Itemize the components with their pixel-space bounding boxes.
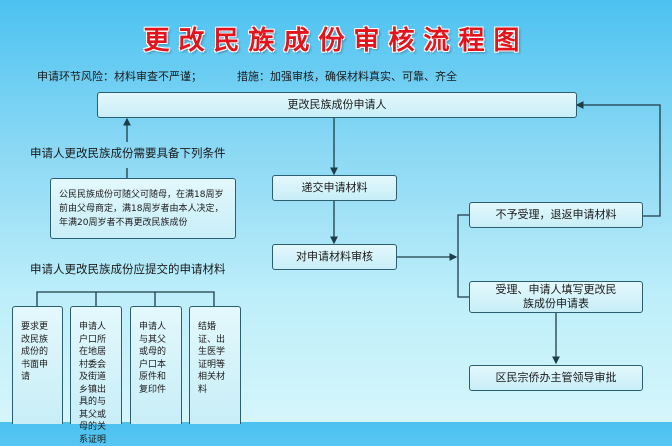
conditions-box: 公民民族成份可随父可随母，在满18周岁前由父母商定，满18周岁者由本人决定，年满… [50, 178, 236, 239]
node-submit: 递交申请材料 [272, 175, 397, 201]
materials-heading: 申请人更改民族成份应提交的申请材料 [30, 262, 226, 276]
materials-bracket [36, 291, 215, 306]
conditions-heading: 申请人更改民族成份需要具备下列条件 [30, 146, 226, 160]
node-approve: 区民宗侨办主管领导审批 [469, 365, 643, 391]
material-item: 申请人户口所在地居村委会及街道乡镇出具的与其父或母的关系证明 [70, 306, 122, 445]
branch-line [457, 214, 469, 298]
page-title: 更改民族成份审核流程图 [143, 26, 529, 56]
node-accept: 受理、申请人填写更改民族成份申请表 [469, 281, 643, 313]
risk-note: 申请环节风险：材料审查不严谨； [37, 70, 202, 83]
material-item: 结婚证、出生医学证明等相关材料 [189, 306, 241, 424]
material-item: 申请人与其父或母的户口本原件和复印件 [130, 306, 182, 424]
node-applicant: 更改民族成份申请人 [97, 92, 577, 118]
node-review: 对申请材料审核 [272, 244, 397, 270]
arrow-reject-to-applicant [575, 101, 661, 217]
measure-note: 措施：加强审核，确保材料真实、可靠、齐全 [237, 70, 457, 83]
connector-lines [36, 101, 661, 365]
node-reject: 不予受理，退返申请材料 [469, 202, 643, 228]
material-item: 要求更改民族成份的书面申请 [12, 306, 63, 424]
